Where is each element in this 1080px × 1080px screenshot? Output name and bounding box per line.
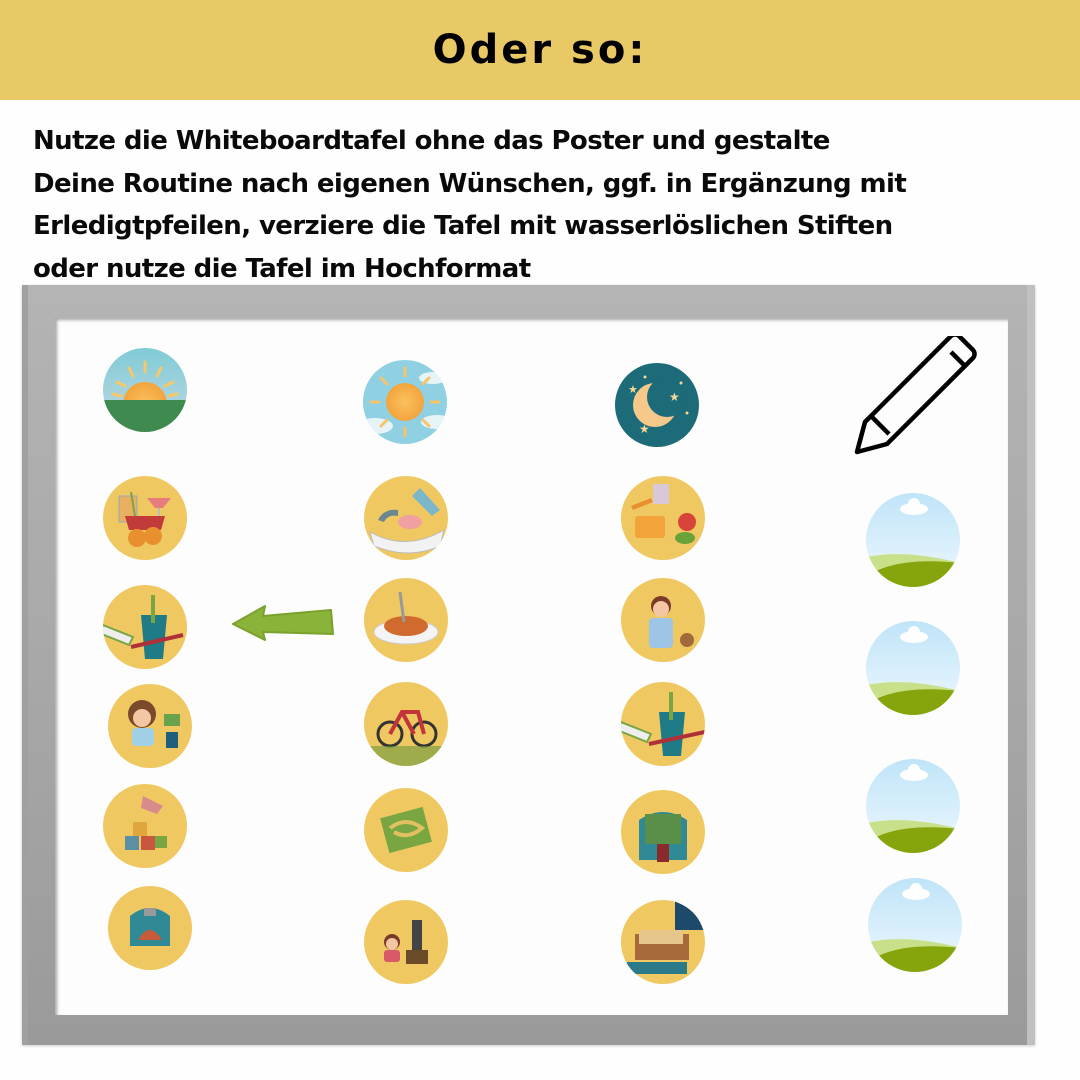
svg-text:★: ★ bbox=[669, 390, 680, 404]
blank-landscape-icon[interactable] bbox=[868, 878, 962, 972]
breakfast-icon[interactable] bbox=[103, 476, 187, 560]
green-arrow-left-icon[interactable] bbox=[231, 604, 335, 642]
toothbrushing-icon-2[interactable] bbox=[621, 682, 705, 766]
description-text: Nutze die Whiteboardtafel ohne das Poste… bbox=[33, 120, 1043, 290]
bicycle-icon[interactable] bbox=[364, 682, 448, 766]
blank-landscape-icon[interactable] bbox=[866, 493, 960, 587]
description-line: Deine Routine nach eigenen Wünschen, ggf… bbox=[33, 168, 907, 199]
handwashing-icon[interactable] bbox=[364, 476, 448, 560]
sunrise-icon[interactable] bbox=[103, 348, 187, 432]
whiteboard: ★ ★ ★ bbox=[55, 318, 1008, 1015]
tv-time-icon[interactable] bbox=[364, 900, 448, 984]
whiteboard-frame: ★ ★ ★ bbox=[22, 285, 1035, 1045]
bed-icon[interactable] bbox=[621, 900, 705, 984]
reading-book-icon[interactable] bbox=[621, 790, 705, 874]
svg-text:★: ★ bbox=[639, 422, 650, 436]
description-line: Erledigtpfeilen, verziere die Tafel mit … bbox=[33, 211, 893, 241]
spaghetti-lunch-icon[interactable] bbox=[364, 578, 448, 662]
blank-landscape-icon[interactable] bbox=[866, 759, 960, 853]
description-line: oder nutze die Tafel im Hochformat bbox=[33, 253, 531, 284]
svg-text:★: ★ bbox=[628, 384, 638, 396]
pencil-icon bbox=[854, 336, 977, 455]
description-line: Nutze die Whiteboardtafel ohne das Poste… bbox=[33, 126, 830, 156]
playing-blocks-icon[interactable] bbox=[103, 784, 187, 868]
dinner-sandwich-icon[interactable] bbox=[621, 476, 705, 560]
backpack-icon[interactable] bbox=[108, 886, 192, 970]
sun-midday-icon[interactable] bbox=[363, 360, 447, 444]
blank-landscape-icon[interactable] bbox=[866, 621, 960, 715]
header-banner: Oder so: bbox=[0, 0, 1080, 100]
getting-dressed-icon[interactable] bbox=[108, 684, 192, 768]
page-title: Oder so: bbox=[432, 27, 648, 73]
board-game-icon[interactable] bbox=[364, 788, 448, 872]
pajamas-icon[interactable] bbox=[621, 578, 705, 662]
toothbrushing-icon[interactable] bbox=[103, 585, 187, 669]
moon-night-icon[interactable]: ★ ★ ★ bbox=[615, 363, 699, 447]
